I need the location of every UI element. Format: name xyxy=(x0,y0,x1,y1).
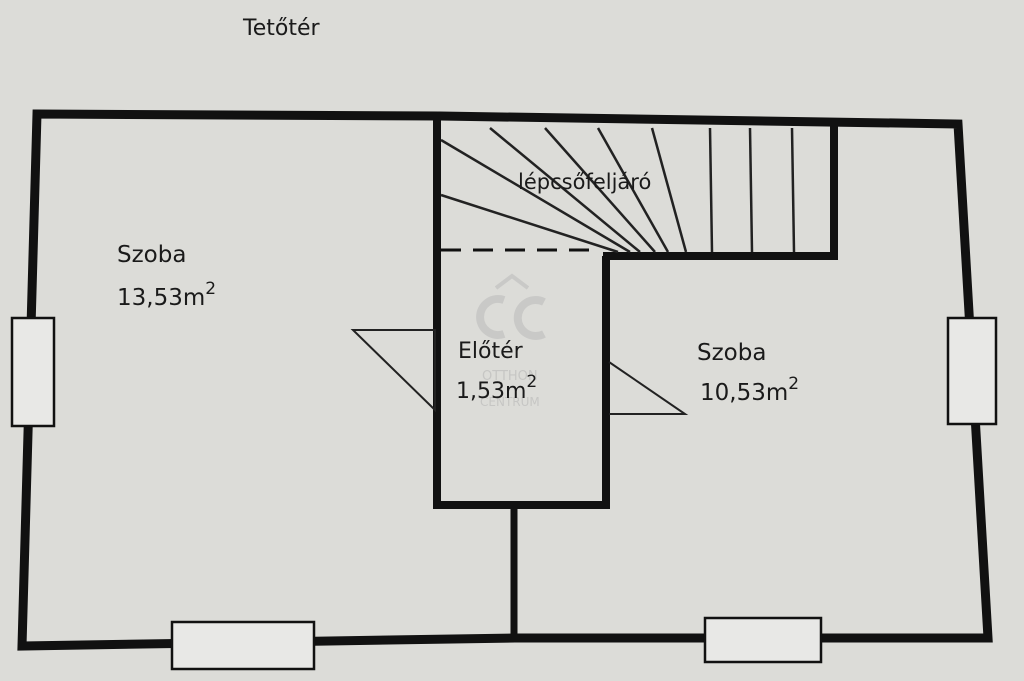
watermark-text-bottom: CENTRUM xyxy=(480,395,540,409)
watermark-logo: OTTHON CENTRUM xyxy=(476,273,546,409)
hall-label: Előtér 1,53m2 xyxy=(456,339,537,404)
hall-area: 1,53m2 xyxy=(456,372,537,404)
window-right xyxy=(946,316,998,426)
stair-tread xyxy=(596,127,670,253)
window-left xyxy=(10,316,56,428)
room-right-area-value: 10,53 xyxy=(700,380,766,406)
room-left-area-exp: 2 xyxy=(205,279,216,299)
window-bottom-right xyxy=(703,616,823,664)
stair-tread xyxy=(650,127,688,253)
door-swings xyxy=(350,329,689,415)
room-left-area-value: 13,53 xyxy=(117,285,183,311)
room-left-name: Szoba xyxy=(117,242,186,268)
watermark-roof-icon xyxy=(494,273,530,290)
room-left-label: Szoba 13,53m2 xyxy=(117,242,216,311)
watermark-text-top: OTTHON xyxy=(482,369,538,384)
room-right-area-exp: 2 xyxy=(788,374,799,394)
hall-area-value: 1,53 xyxy=(456,379,505,404)
room-right-name: Szoba xyxy=(697,340,766,366)
room-right-area-unit: m xyxy=(766,380,788,406)
stair-tread xyxy=(489,127,641,253)
windows xyxy=(10,316,998,671)
watermark-c-icon xyxy=(513,296,546,340)
window-bottom-left xyxy=(170,620,316,671)
room-right-label: Szoba 10,53m2 xyxy=(697,340,799,406)
stair-tread xyxy=(708,127,714,253)
stair-tread xyxy=(440,138,631,254)
watermark-o-icon xyxy=(476,295,506,339)
staircase xyxy=(440,127,796,254)
stair-tread xyxy=(790,127,796,253)
room-left-area: 13,53m2 xyxy=(117,279,216,311)
door-swing-right xyxy=(608,361,689,415)
hall-area-unit: m xyxy=(505,379,526,404)
interior-walls xyxy=(433,116,838,640)
stair-tread xyxy=(544,127,656,253)
door-swing-left xyxy=(350,329,436,413)
stairs-label: lépcsőfeljáró xyxy=(518,170,651,194)
hall-name: Előtér xyxy=(458,339,524,364)
stair-tread xyxy=(440,193,619,254)
stair-tread xyxy=(748,127,754,253)
plan-title: Tetőtér xyxy=(242,16,320,41)
room-right-area: 10,53m2 xyxy=(700,374,799,406)
room-left-area-unit: m xyxy=(183,285,205,311)
hall-area-exp: 2 xyxy=(526,372,537,392)
